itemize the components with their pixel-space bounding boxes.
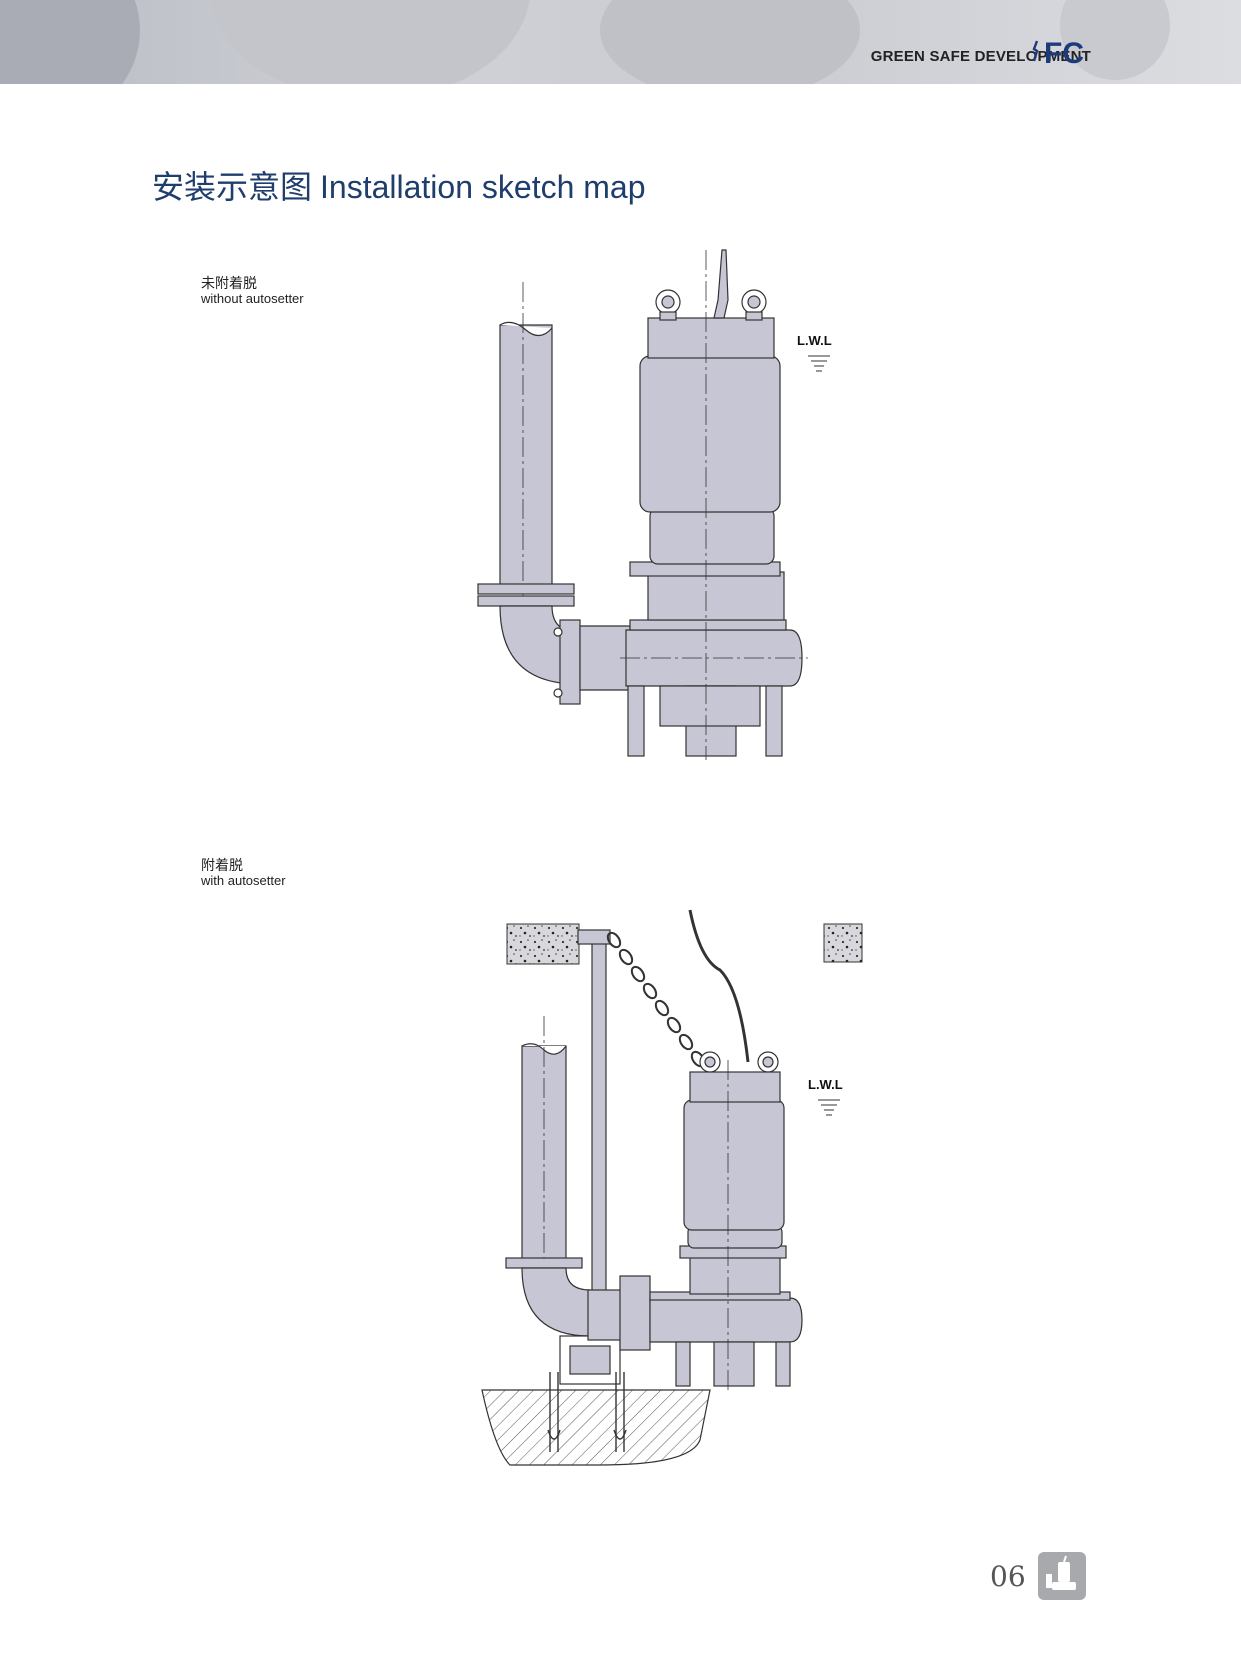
motor-top [689,1071,781,1103]
pump-drawing-with-autosetter [505,909,803,1452]
motor-body [639,355,781,513]
pump-base [659,685,761,727]
pump-foot [775,1341,791,1387]
section-label-with-autosetter: 附着脱 with autosetter [201,857,286,888]
banner-decoration [600,0,860,84]
foundation-floor [481,1389,711,1466]
page-title-en: Installation sketch map [320,169,646,205]
coupling-flange [619,1275,651,1351]
section-label-cn: 未附着脱 [201,275,257,291]
pump-icon [1038,1552,1086,1600]
seal-chamber [647,571,785,621]
rail-bracket [577,929,611,945]
motor-top [647,317,775,359]
pump-foot [675,1341,691,1387]
section-label-cn: 附着脱 [201,857,243,873]
pipe-flange [477,595,575,607]
lifting-chain [606,931,706,1068]
logo-mark-icon [1032,40,1039,62]
concrete-slab [506,923,580,965]
lwl-label: L.W.L [797,333,832,348]
header-banner [0,0,1241,84]
guide-rail [591,941,607,1295]
motor-lower [649,507,775,565]
logo-text: FC [1044,37,1084,70]
discharge-flange [559,619,581,705]
anchor-bolts [547,1372,627,1452]
page-number: 06 [990,1560,1026,1593]
pump-drawing-without-autosetter [477,249,808,760]
pump-foot [713,1341,755,1387]
banner-decoration [210,0,530,84]
bolt [553,627,563,637]
pump-silhouette [1046,1555,1076,1590]
pipe-flange [477,583,575,595]
page-title-cn: 安装示意图 [152,168,313,206]
discharge-pipe [499,324,553,589]
pump-foot [765,685,783,757]
section-label-without-autosetter: 未附着脱 without autosetter [201,275,304,306]
low-water-level-marker [818,1099,840,1116]
lwl-label: L.W.L [808,1077,843,1092]
pump-foot [627,685,645,757]
autosetter-window [569,1345,611,1375]
motor-body [683,1099,785,1231]
power-cable [713,249,729,319]
seal-chamber [689,1253,781,1295]
pipe-break [499,321,553,337]
section-label-en: without autosetter [201,291,304,306]
bolt [553,688,563,698]
company-logo: FC [1030,36,1084,72]
section-label-en: with autosetter [201,873,286,888]
volute-casing [649,1297,803,1343]
casing-flange [629,619,787,631]
concrete-slab [823,923,863,963]
pipe-elbow [521,1267,591,1337]
pipe-flange [505,1257,583,1269]
low-water-level-marker [808,355,830,372]
power-cable [688,909,750,1063]
banner-decoration [0,0,140,84]
